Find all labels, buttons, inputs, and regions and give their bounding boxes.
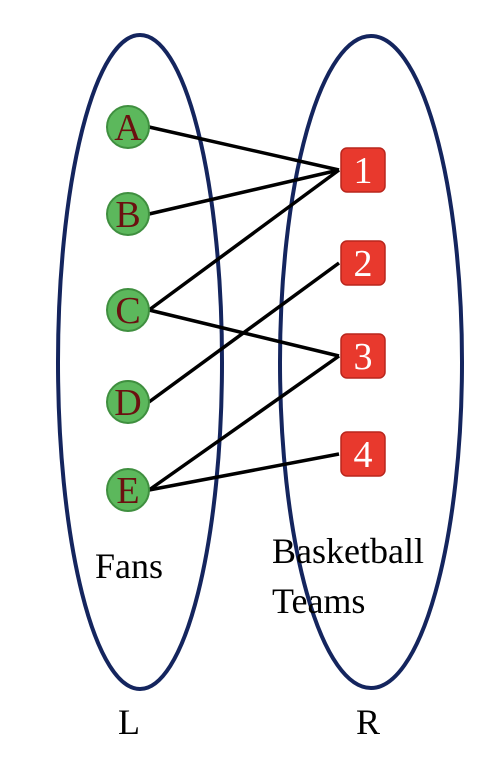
fan-node-label: A (114, 107, 142, 149)
edges-group (147, 125, 341, 492)
team-node-label: 4 (354, 434, 373, 476)
edge-a-1 (148, 125, 340, 172)
team-node-label: 1 (354, 150, 373, 192)
fan-node-circle (106, 288, 150, 332)
left-set-label: L (118, 702, 140, 742)
edge-e-3 (147, 354, 341, 492)
team-node-2: 2 (340, 240, 386, 286)
team-node-label: 3 (354, 336, 373, 378)
left-set-ellipse (56, 33, 224, 691)
fan-node-label: E (116, 470, 139, 512)
fan-node-b: B (106, 192, 150, 236)
fan-node-label: C (115, 290, 140, 332)
right-set-label: R (356, 702, 380, 742)
fan-node-circle (106, 105, 150, 149)
team-node-label: 2 (354, 243, 373, 285)
left-set-caption: Fans (95, 546, 163, 586)
fan-node-c: C (106, 288, 150, 332)
team-node-1: 1 (340, 147, 386, 193)
fan-node-label: B (115, 194, 140, 236)
team-nodes-group: 1 2 3 4 (340, 147, 386, 477)
fan-node-circle (106, 380, 150, 424)
edge-e-4 (148, 452, 340, 492)
fan-node-a: A (106, 105, 150, 149)
edge-d-2 (147, 261, 341, 404)
fan-nodes-group: A B C D E (106, 105, 150, 512)
fan-node-e: E (106, 468, 150, 512)
right-set-caption-line-1: Basketball (272, 531, 424, 571)
fan-node-d: D (106, 380, 150, 424)
team-node-box (340, 333, 386, 379)
right-set-ellipse (278, 34, 464, 690)
team-node-4: 4 (340, 431, 386, 477)
fan-node-circle (106, 468, 150, 512)
edge-c-1 (147, 168, 341, 312)
right-set-caption-line-2: Teams (272, 581, 365, 621)
team-node-box (340, 147, 386, 193)
team-node-box (340, 431, 386, 477)
team-node-3: 3 (340, 333, 386, 379)
fan-node-circle (106, 192, 150, 236)
edge-b-1 (148, 168, 340, 216)
team-node-box (340, 240, 386, 286)
fan-node-label: D (114, 382, 141, 424)
